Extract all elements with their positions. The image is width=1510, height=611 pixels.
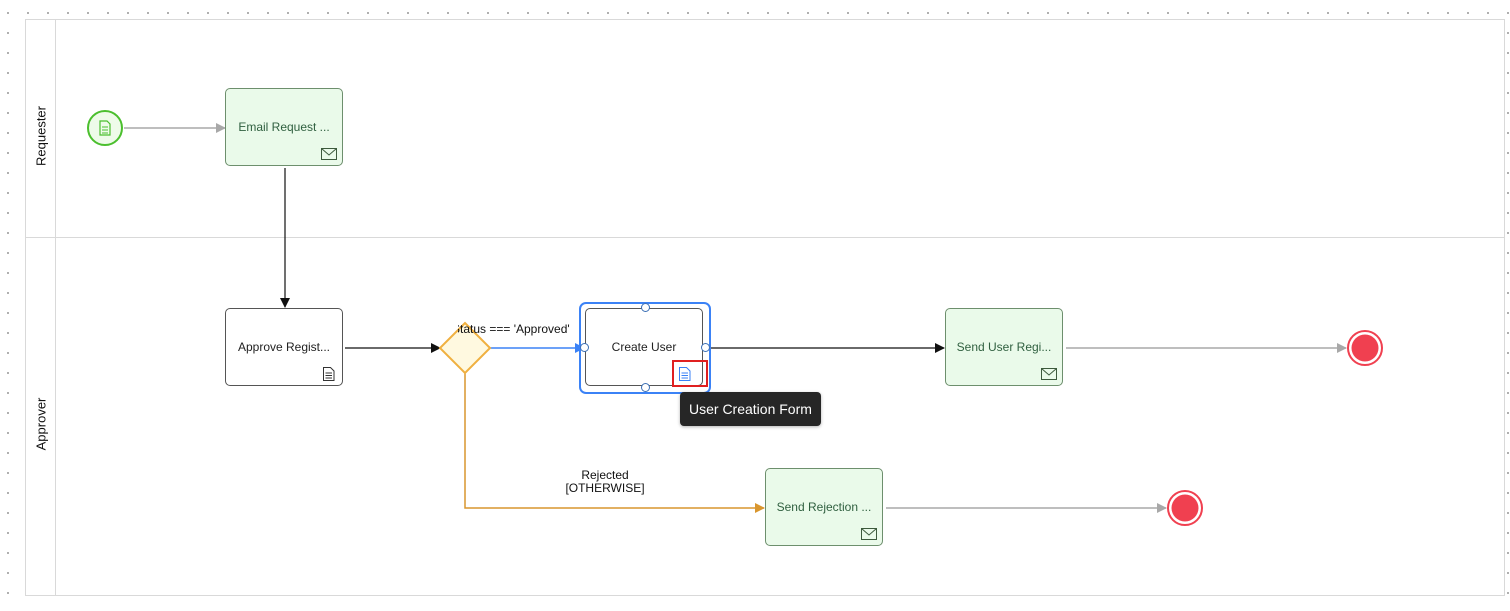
envelope-icon — [861, 527, 877, 541]
lane-label-column — [26, 20, 56, 595]
resize-handle-right[interactable] — [701, 343, 710, 352]
resize-handle-bottom[interactable] — [641, 383, 650, 392]
task-label: Send Rejection ... — [776, 500, 872, 514]
envelope-icon — [1041, 367, 1057, 381]
task-create-user[interactable]: Create User — [585, 308, 703, 386]
document-icon — [321, 367, 337, 381]
tooltip-user-creation-form: User Creation Form — [680, 392, 821, 426]
flow-label-rejected-line2: [OTHERWISE] — [565, 481, 645, 495]
resize-handle-top[interactable] — [641, 303, 650, 312]
flow-label-approved: Status === 'Approved' — [458, 323, 570, 336]
resize-handle-left[interactable] — [580, 343, 589, 352]
flow-label-rejected-line1: Rejected — [581, 468, 629, 482]
exclusive-gateway[interactable] — [438, 321, 492, 375]
start-event[interactable] — [87, 110, 123, 146]
end-event-registration[interactable] — [1347, 330, 1383, 366]
task-approve-registration[interactable]: Approve Regist... — [225, 308, 343, 386]
end-event-rejection[interactable] — [1167, 490, 1203, 526]
task-label: Approve Regist... — [237, 340, 331, 354]
task-send-rejection[interactable]: Send Rejection ... — [765, 468, 883, 546]
task-label: Send User Regi... — [956, 340, 1052, 354]
flow-gateway-rejected[interactable] — [464, 373, 765, 513]
lane-divider — [26, 237, 1504, 238]
document-icon — [99, 120, 111, 136]
task-label: Create User — [611, 340, 677, 354]
document-icon[interactable] — [677, 367, 693, 381]
flow-label-rejected: Rejected [OTHERWISE] — [545, 469, 665, 495]
highlighted-form-marker — [672, 360, 708, 387]
task-send-user-registration[interactable]: Send User Regi... — [945, 308, 1063, 386]
task-email-request[interactable]: Email Request ... — [225, 88, 343, 166]
task-label: Email Request ... — [238, 120, 330, 134]
envelope-icon — [321, 147, 337, 161]
